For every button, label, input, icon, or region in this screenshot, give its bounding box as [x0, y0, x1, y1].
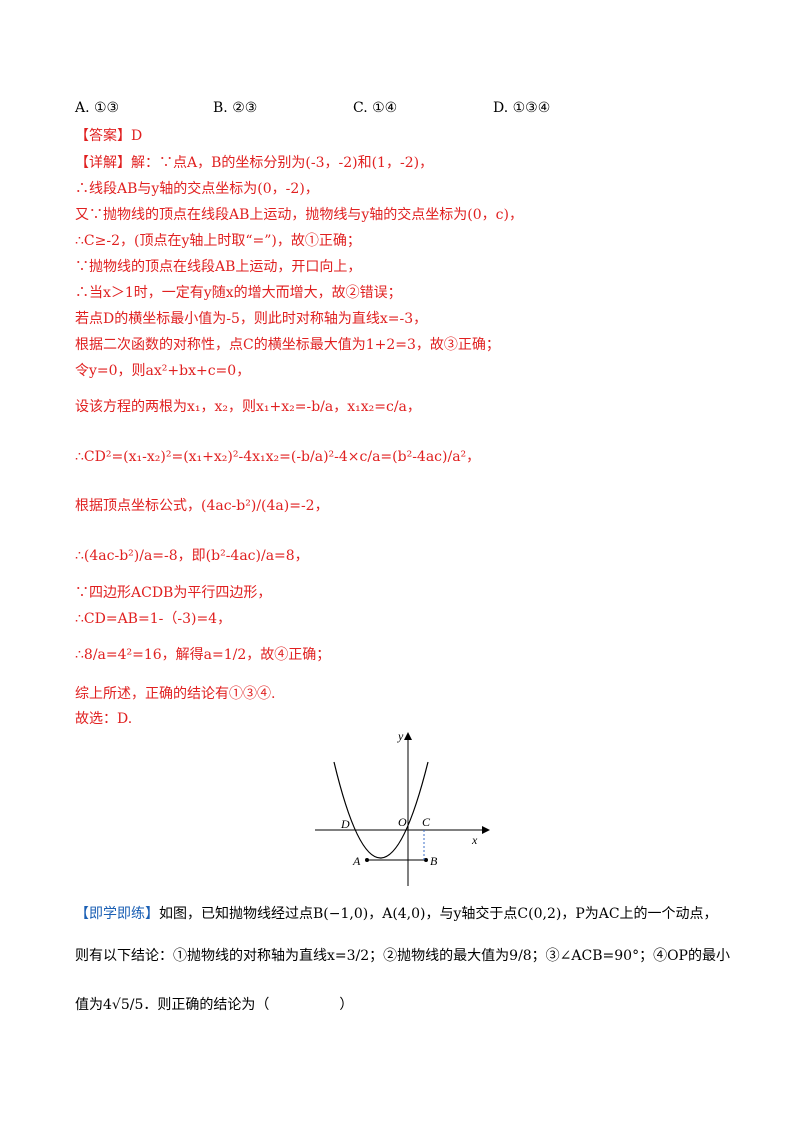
- option-d: D. ①③④: [493, 100, 551, 116]
- detail-text-1: 解：∵点A，B的坐标分别为(-3，-2)和(1，-2)，: [131, 155, 434, 171]
- label-y: y: [397, 729, 404, 743]
- detail-line-1: 【详解】解：∵点A，B的坐标分别为(-3，-2)和(1，-2)，: [75, 152, 433, 172]
- practice-line-1: 【即学即练】如图，已知抛物线经过点B(−1,0)，A(4,0)，与y轴交于点C(…: [75, 903, 718, 923]
- parabola-curve: [333, 761, 429, 859]
- label-a: A: [352, 854, 361, 868]
- detail-line-5: ∵抛物线的顶点在线段AB上运动，开口向上，: [75, 259, 362, 275]
- detail-line-11: ∴CD²=(x₁-x₂)²=(x₁+x₂)²-4x₁x₂=(-b/a)²-4×c…: [75, 449, 481, 465]
- practice-line-3: 值为4√5/5．则正确的结论为（ ）: [75, 997, 354, 1013]
- detail-line-17: 综上所述，正确的结论有①③④.: [75, 686, 276, 702]
- y-axis-arrow: [404, 732, 412, 740]
- point-a: [365, 858, 369, 862]
- detail-line-7: 若点D的横坐标最小值为-5，则此时对称轴为直线x=-3，: [75, 311, 428, 327]
- option-b: B. ②③: [213, 100, 258, 116]
- practice-text-1: 如图，已知抛物线经过点B(−1,0)，A(4,0)，与y轴交于点C(0,2)，P…: [159, 906, 718, 922]
- option-c: C. ①④: [353, 100, 398, 116]
- detail-line-14: ∵四边形ACDB为平行四边形，: [75, 585, 272, 601]
- answer-line: 【答案】D: [75, 125, 142, 145]
- detail-tag: 【详解】: [75, 155, 131, 171]
- label-b: B: [430, 854, 438, 868]
- detail-line-6: ∴当x＞1时，一定有y随x的增大而增大，故②错误；: [75, 285, 402, 301]
- label-x: x: [471, 833, 478, 847]
- parabola-figure: y x O C D A B: [315, 729, 490, 886]
- detail-line-13: ∴(4ac-b²)/a=-8，即(b²-4ac)/a=8，: [75, 548, 309, 564]
- detail-line-4: ∴C≥-2，(顶点在y轴上时取“=”)，故①正确；: [75, 233, 361, 249]
- practice-tag: 【即学即练】: [75, 906, 159, 922]
- label-d: D: [340, 817, 350, 831]
- detail-line-18: 故选：D.: [75, 711, 133, 727]
- detail-line-12: 根据顶点坐标公式，(4ac-b²)/(4a)=-2，: [75, 498, 329, 514]
- x-axis-arrow: [482, 826, 490, 834]
- detail-line-3: 又∵抛物线的顶点在线段AB上运动，抛物线与y轴的交点坐标为(0，c)，: [75, 207, 523, 223]
- detail-line-9: 令y=0，则ax²+bx+c=0，: [75, 363, 251, 379]
- detail-line-8: 根据二次函数的对称性，点C的横坐标最大值为1+2=3，故③正确；: [75, 337, 500, 353]
- point-b: [424, 858, 428, 862]
- answer-value: D: [131, 128, 143, 144]
- practice-line-2: 则有以下结论：①抛物线的对称轴为直线x=3/2；②抛物线的最大值为9/8；③∠A…: [75, 948, 730, 964]
- detail-line-15: ∴CD=AB=1-（-3)=4，: [75, 611, 232, 627]
- answer-tag: 【答案】: [75, 128, 131, 144]
- label-c: C: [422, 815, 431, 829]
- detail-line-10: 设该方程的两根为x₁，x₂，则x₁+x₂=-b/a，x₁x₂=c/a，: [75, 399, 421, 415]
- detail-line-16: ∴8/a=4²=16，解得a=1/2，故④正确；: [75, 647, 331, 663]
- label-o: O: [398, 815, 407, 829]
- option-a: A. ①③: [75, 100, 120, 116]
- detail-line-2: ∴线段AB与y轴的交点坐标为(0，-2)，: [75, 181, 319, 197]
